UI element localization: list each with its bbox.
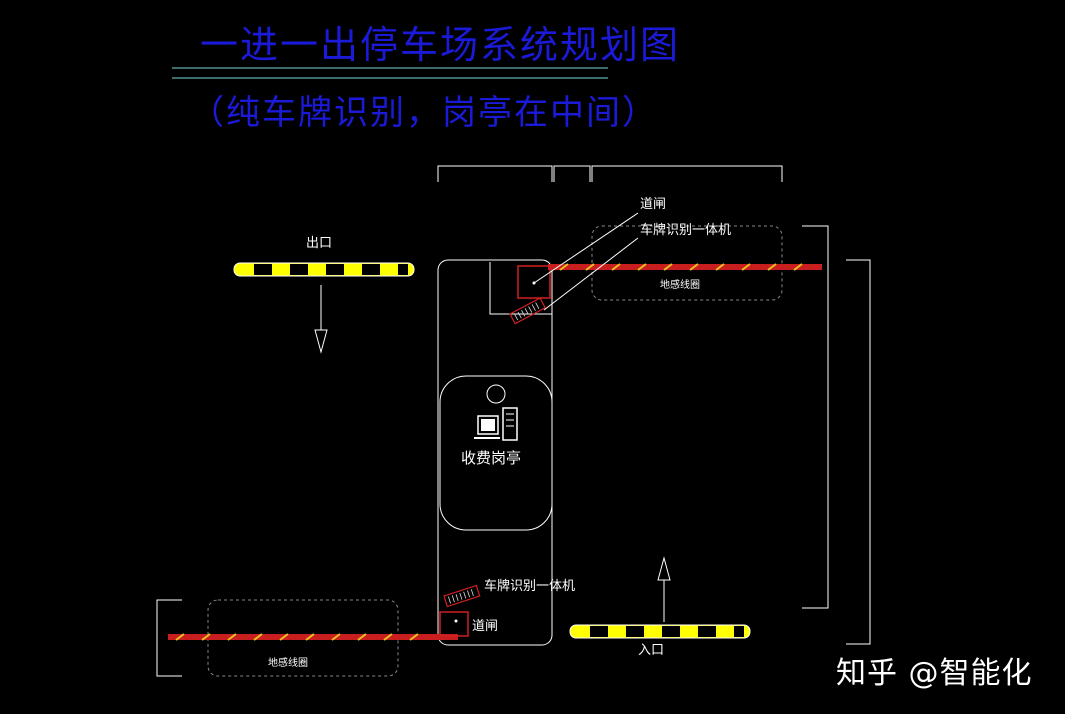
gate-box-top: [517, 265, 551, 299]
exit-label: 出口: [306, 236, 332, 251]
boom-arm-bottom: [168, 633, 458, 641]
drawing-subtitle: （纯车牌识别，岗亭在中间）: [190, 93, 658, 133]
lpr-top-label: 车牌识别一体机: [640, 222, 731, 238]
entrance-barrier: [569, 624, 751, 639]
drawing-title: 一进一出停车场系统规划图: [200, 23, 680, 67]
lpr-camera-bottom: [443, 584, 481, 608]
exit-arrow-down-icon: [314, 329, 328, 354]
watermark: 知乎 @智能化: [836, 656, 1033, 691]
lpr-camera-top: [509, 297, 546, 325]
ground-loop-bottom-label: 地感线圈: [268, 656, 308, 669]
lpr-bottom-label: 车牌识别一体机: [484, 578, 575, 594]
right-dimension-brackets: [802, 225, 871, 645]
toll-booth: [439, 375, 553, 531]
gate-bottom-label: 道闸: [472, 619, 498, 634]
booth-label: 收费岗亭: [461, 449, 521, 467]
computer-icon: [474, 407, 518, 441]
island-inner-outline: [489, 262, 552, 315]
top-dimension-brackets: [437, 165, 783, 182]
exit-barrier: [233, 262, 415, 277]
gate-bottom-dot: [454, 619, 458, 623]
left-dimension-bracket: [156, 599, 182, 677]
boom-arm-top: [548, 263, 822, 271]
ground-loop-top: [591, 225, 783, 301]
ground-loop-top-label: 地感线圈: [660, 278, 700, 291]
gate-box-bottom: [439, 611, 469, 637]
booth-door-icon: [486, 384, 506, 404]
leader-gate-top: [533, 212, 639, 284]
gate-top-label: 道闸: [640, 197, 666, 212]
entrance-arrow-up-icon: [657, 556, 671, 581]
leader-lpr-top: [543, 237, 639, 311]
entrance-label: 入口: [638, 643, 664, 658]
